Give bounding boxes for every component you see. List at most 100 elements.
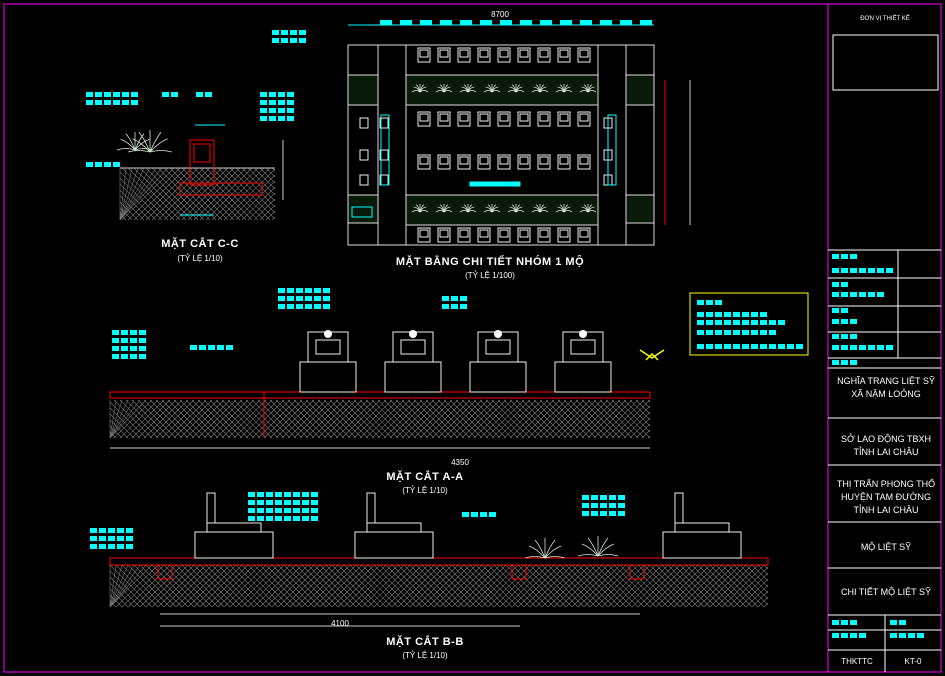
plan-shrub (491, 204, 497, 213)
note-block (311, 516, 318, 521)
note-block (314, 304, 321, 309)
note-block (126, 528, 133, 533)
note-block (90, 544, 97, 549)
plan-grave (557, 47, 571, 63)
note-block (877, 268, 884, 273)
plan-shrub (487, 84, 493, 93)
note-block (260, 100, 267, 105)
plan-grave-stone (499, 49, 509, 58)
plan-grave-stone (479, 113, 489, 122)
plan-shrub (559, 204, 565, 213)
section-b-foundation (511, 564, 527, 580)
section-cc-shrub (134, 133, 145, 151)
plan-shrub (491, 210, 501, 213)
plan-shrub (483, 210, 493, 213)
note-block (760, 330, 767, 335)
note-block (460, 304, 467, 309)
plan-planting-left (347, 194, 379, 224)
section-b-shrub (534, 539, 546, 559)
plan-grave-stone (579, 229, 589, 238)
note-block (908, 633, 915, 638)
note-block (139, 354, 146, 359)
note-block (130, 338, 137, 343)
note-block (122, 92, 129, 97)
plan-shrub (587, 210, 597, 213)
note-block (850, 334, 857, 339)
plan-shrub (463, 84, 469, 93)
note-block (113, 100, 120, 105)
note-block (113, 92, 120, 97)
note-block (850, 254, 857, 259)
note-block (112, 354, 119, 359)
section-cc-shrub (149, 138, 168, 153)
note-block (275, 492, 282, 497)
note-block (832, 334, 839, 339)
plan-grave-stone (539, 113, 549, 122)
section-cc-curb (189, 139, 215, 186)
plan-shrub (459, 90, 469, 93)
plan-grave-stone (479, 49, 489, 58)
note-block (841, 620, 848, 625)
section-b-title: MẶT CẮT B-B (386, 636, 464, 648)
plan-shrub (535, 84, 541, 93)
note-block (751, 344, 758, 349)
note-block (600, 495, 607, 500)
plan-grave (477, 111, 491, 127)
note-block (462, 512, 469, 517)
stage-code: THKTTC (841, 657, 873, 666)
note-block (314, 296, 321, 301)
note-block (302, 516, 309, 521)
note-block (269, 100, 276, 105)
section-a-star (409, 330, 417, 338)
section-cc-shrub (149, 131, 162, 153)
note-block (260, 108, 267, 113)
note-block (697, 320, 704, 325)
note-block (287, 100, 294, 105)
plan-grave (437, 111, 451, 127)
plan-grave-stone (579, 156, 589, 165)
plan-grave-stone (499, 113, 509, 122)
plan-dim-label (460, 20, 472, 25)
section-a-star (579, 330, 587, 338)
plan-shrub (419, 84, 425, 93)
plan-shrub (511, 204, 517, 213)
plan-shrub (419, 210, 429, 213)
note-block (205, 92, 212, 97)
note-block (697, 330, 704, 335)
plan-grave-stone (499, 229, 509, 238)
sheet-title: CHI TIẾT MỘ LIỆT SỸ (840, 587, 932, 597)
note-block (832, 319, 839, 324)
plan-grave-stone (439, 49, 449, 58)
note-block (287, 92, 294, 97)
note-block (293, 492, 300, 497)
note-block (99, 544, 106, 549)
plan-dim-label (420, 20, 432, 25)
plan-shrub (555, 90, 565, 93)
plan-shrub (587, 90, 597, 93)
note-block (260, 92, 267, 97)
plan-grave (457, 154, 471, 170)
plan-grave-stone (419, 156, 429, 165)
note-block (323, 304, 330, 309)
plan-grave-stone (419, 49, 429, 58)
note-block (451, 304, 458, 309)
plan-shrub (487, 204, 493, 213)
plan-dim-label (380, 20, 392, 25)
plan-shrub (563, 90, 573, 93)
plan-grave-stone (459, 156, 469, 165)
plan-shrub (459, 210, 469, 213)
note-block (126, 544, 133, 549)
plan-dim-label (500, 20, 512, 25)
section-b-shrub (587, 537, 599, 557)
plan-grave (437, 47, 451, 63)
section-b-soil (109, 564, 769, 608)
plan-shrub (419, 204, 425, 213)
section-a-plaque (485, 339, 511, 355)
section-b-shrub (544, 539, 556, 559)
note-block (832, 254, 839, 259)
note-block (742, 344, 749, 349)
note-block (859, 633, 866, 638)
note-block (248, 516, 255, 521)
note-block (121, 330, 128, 335)
note-block (715, 320, 722, 325)
